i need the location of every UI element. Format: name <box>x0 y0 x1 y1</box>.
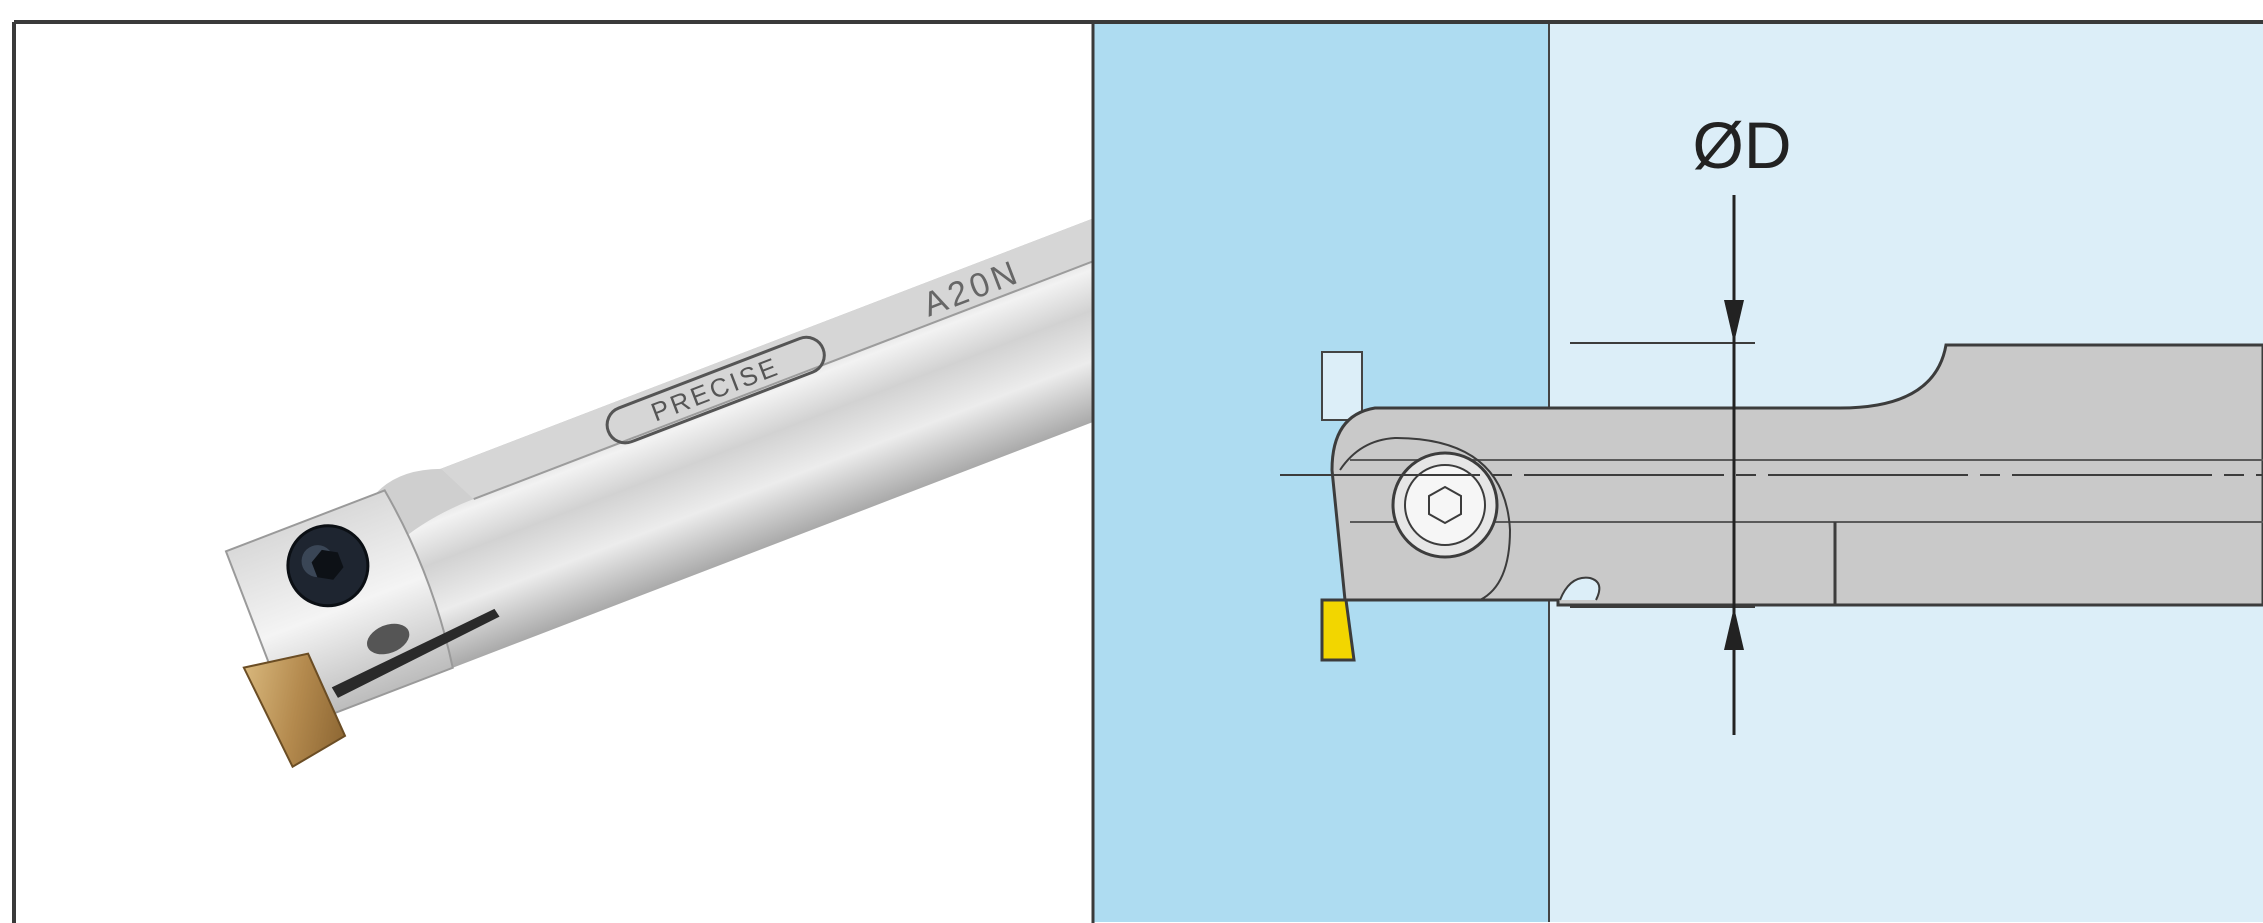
insert-diagram <box>1320 598 1356 662</box>
product-photo-panel: PRECISE A20N <box>14 22 1092 922</box>
carbide-insert <box>242 652 347 769</box>
bar-shank <box>375 63 1092 672</box>
bar-flat <box>440 63 1092 500</box>
dimension-label: ØD <box>1693 108 1792 182</box>
dimension-arrow <box>1724 195 1744 735</box>
groove <box>1321 351 1363 421</box>
boring-bar: PRECISE A20N <box>224 63 1092 769</box>
diagram-panel: ØD <box>1094 22 2263 922</box>
